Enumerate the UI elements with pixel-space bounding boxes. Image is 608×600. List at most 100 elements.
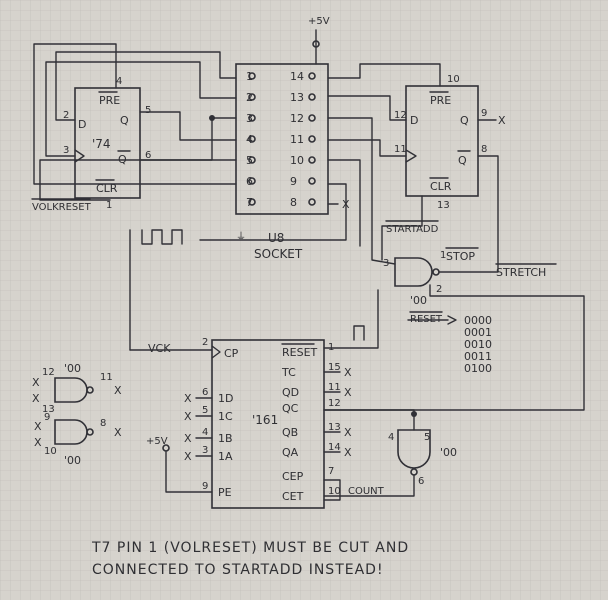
socket-right-pin: 12 [290,112,304,125]
ff-right-pin-d: 12 [394,110,407,121]
ff-left-pin-q: 5 [145,105,151,116]
spare-lower-nc-b: X [34,436,42,449]
counter-left-label: 1B [218,432,233,445]
socket-right-pin: 8 [290,196,297,209]
socket-name: U8 [268,231,284,245]
ff-left-clr-label: CLR [96,182,118,195]
spare-lower-nc-a: X [34,420,42,433]
sequence-entry: 0011 [464,350,492,363]
counter-left-pin: 6 [202,387,208,398]
socket-ground-mark: ⏚ [236,231,246,243]
ff-left-name: '74 [92,137,111,151]
ff-left-pin-qbar: 6 [145,150,151,161]
socket-right-pin: 14 [290,70,304,83]
counter-left-pin: 5 [202,405,208,416]
ff-right-pin-clr: 13 [437,200,450,211]
counter-right-pin: 7 [328,466,334,477]
counter-right-label: CET [282,490,304,503]
counter-right-label: QC [282,402,299,415]
flipflop-74-left: PRE D Q '74 Q CLR 4 2 3 5 6 1 [63,76,151,211]
nand-bottom-pin-b: 5 [424,432,430,443]
ff-right-d-label: D [410,114,418,127]
spare-upper-pin-out: 11 [100,372,113,383]
sequence-entry: 0100 [464,362,492,375]
socket-left-pad [248,72,256,80]
socket-subtitle: SOCKET [254,247,303,261]
volkreset-label: VOLKRESET [32,202,92,213]
spare-lower-name: '00 [64,454,81,467]
ff-left-pin-pre: 4 [116,76,122,87]
socket-right-pin: 10 [290,154,304,167]
spare-upper-nc-b: X [32,392,40,405]
counter-left-nc: X [184,392,192,405]
spare-upper-nc-a: X [32,376,40,389]
socket-right-pad [308,114,316,122]
ff-left-d-label: D [78,118,86,131]
nand-stop-pin-a: 3 [383,258,389,269]
nand-spare-gate-upper: 12 13 11 '00 X X X [32,362,122,415]
ff-right-clr-label: CLR [430,180,452,193]
spare-lower-pin-b: 10 [44,446,57,457]
socket-right-pad [308,177,316,185]
counter-right-label: RESET [282,346,318,359]
nand-stop-gate: 3 1 2 '00 [383,250,446,307]
note-line-2: CONNECTED TO STARTADD INSTEAD! [92,562,384,578]
socket-right-pin: 13 [290,91,304,104]
counter-right-pin: 10 [328,486,341,497]
ff-right-pin-qbar: 8 [481,144,487,155]
counter-right-label: QA [282,446,299,459]
ff-left-pin-clk: 3 [63,145,69,156]
ff-left-pre-label: PRE [99,94,120,107]
wiring: X [33,29,585,501]
counter-left-label: 1A [218,450,233,463]
ff-left-pin-clr: 1 [106,200,112,211]
ff-right-qbar-label: Q [458,154,467,167]
vcc-label-top: +5V [308,16,330,27]
spare-lower-pin-a: 9 [44,412,50,423]
nand-spare-gate-lower: 9 10 8 '00 X X X [34,412,122,467]
spare-upper-nc-out: X [114,384,122,397]
socket-left-pad [248,93,256,101]
counter-left-pin: 9 [202,481,208,492]
nand-stop-pin-b: 1 [440,250,446,261]
vck-label: VCK [148,342,171,355]
flipflop-74-right: PRE D Q Q CLR 10 12 11 9 8 13 X [394,74,506,211]
nand-bottom-pin-out: 6 [418,476,424,487]
signal-labels: +5V +5V VOLKRESET STARTADD STOP STRETCH … [31,16,557,497]
counter-right-pin: 12 [328,398,341,409]
counter-right-label: TC [281,366,296,379]
counter-left-label: 1C [218,410,233,423]
nand-stop-name: '00 [410,294,427,307]
wiring-note: T7 PIN 1 (VOLRESET) MUST BE CUT AND CONN… [91,540,408,578]
counter-right-pin: 14 [328,442,341,453]
counter-left-label: 1D [218,392,233,405]
socket-right-pad [308,156,316,164]
counter-right-label: QD [282,386,299,399]
stretch-label: STRETCH [496,266,546,279]
counter-left-pin: 3 [202,445,208,456]
counter-left-nc: X [184,410,192,423]
ff-right-q-label: Q [460,114,469,127]
reset-label: RESET [410,314,443,325]
ff-right-pre-label: PRE [430,94,451,107]
sequence-entry: 0010 [464,338,492,351]
counter-cp-pin: 2 [202,337,208,348]
counter-left-nc: X [184,450,192,463]
nand-bottom-name: '00 [440,446,457,459]
counter-left-nc: X [184,432,192,445]
spare-upper-pin-a: 12 [42,367,55,378]
counter-right-label: CEP [282,470,304,483]
socket-right-pad [308,198,316,206]
ff-left-q-label: Q [120,114,129,127]
sequence-entry: 0001 [464,326,492,339]
counter-name: '161 [252,413,278,427]
startadd-label: STARTADD [386,224,439,235]
ff-right-pin-pre: 10 [447,74,460,85]
ff-right-q-nc: X [498,114,506,127]
ff-right-pin-q: 9 [481,108,487,119]
counter-right-nc: X [344,366,352,379]
